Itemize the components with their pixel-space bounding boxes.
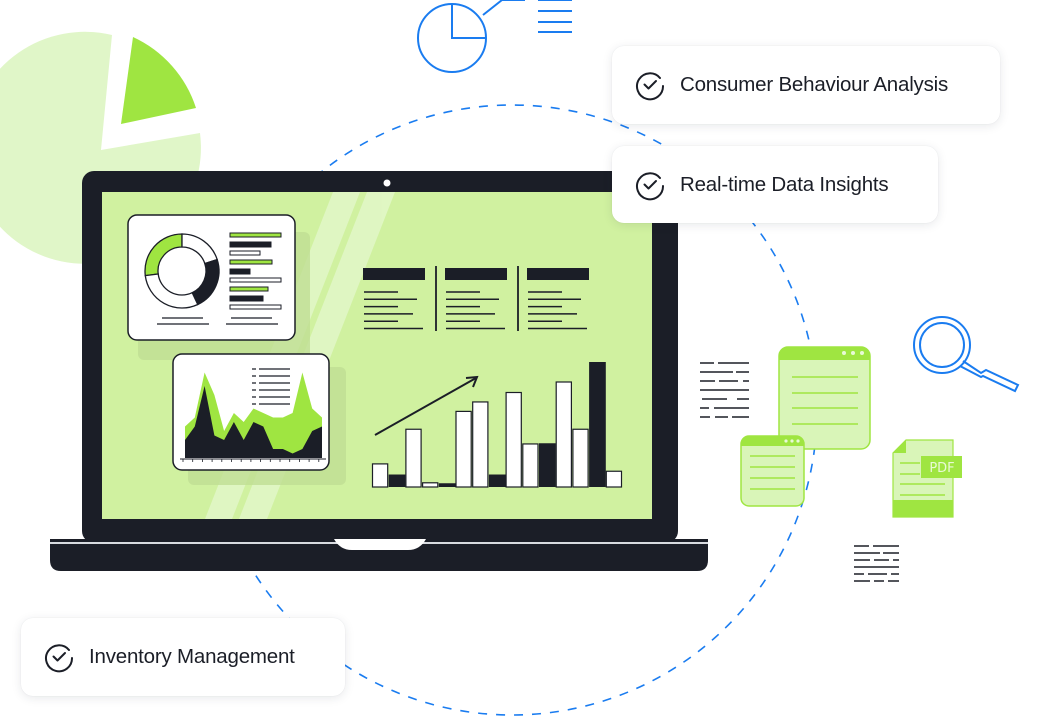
bar-white — [505, 391, 522, 488]
text-columns — [363, 266, 589, 331]
laptop-notch — [334, 539, 426, 550]
check-circle-icon — [45, 644, 74, 673]
column-header-bar — [527, 268, 589, 280]
bar-white — [371, 463, 389, 488]
area-series-dark — [185, 386, 322, 458]
background-pie-accent-slice — [121, 37, 196, 124]
magnifier-icon — [913, 316, 1020, 393]
feature-label: Inventory Management — [89, 645, 295, 668]
bar-white — [472, 401, 489, 488]
bar-dark — [488, 474, 506, 487]
bar-white — [422, 482, 439, 488]
area-card-legend-lines — [252, 368, 290, 405]
column-header-bar — [445, 268, 507, 280]
bar-dark — [388, 474, 406, 487]
laptop — [50, 171, 708, 571]
donut-card-legend-bars — [229, 232, 282, 310]
feature-label: Real-time Data Insights — [680, 172, 889, 196]
feature-callout-inventory-management: Inventory Management — [21, 618, 345, 696]
laptop-base — [50, 539, 708, 571]
feature-label: Consumer Behaviour Analysis — [680, 73, 949, 96]
check-circle-icon — [636, 171, 665, 200]
pdf-label: PDF — [929, 461, 954, 476]
pdf-file-icon: PDF — [892, 439, 962, 518]
browser-window-small-icon — [740, 435, 805, 507]
feature-callout-consumer-behaviour: Consumer Behaviour Analysis — [612, 46, 1000, 124]
text-lines-icon-2 — [854, 545, 899, 582]
area-series-green — [185, 372, 322, 458]
pie-chart-icon — [417, 0, 572, 73]
browser-window-large-icon — [778, 346, 871, 450]
bar-white — [605, 470, 623, 488]
donut-card-caption-lines — [157, 317, 278, 325]
column-header-bar — [363, 268, 425, 280]
bar-white — [522, 443, 539, 488]
area-chart — [180, 372, 326, 462]
feature-callout-realtime-insights: Real-time Data Insights — [612, 146, 938, 223]
bar-dark — [438, 483, 456, 487]
check-circle-icon — [636, 72, 665, 101]
bar-white — [572, 428, 589, 488]
bar-dark — [539, 443, 556, 487]
bar-dark — [589, 362, 606, 487]
donut-chart — [144, 233, 220, 309]
laptop-camera — [383, 179, 391, 187]
trend-arrow-icon — [374, 375, 479, 436]
bar-chart — [371, 362, 623, 488]
text-lines-icon — [700, 362, 749, 418]
bar-white — [455, 410, 472, 488]
bar-white — [405, 428, 422, 488]
bar-white — [555, 381, 573, 488]
donut-segment — [144, 273, 199, 309]
